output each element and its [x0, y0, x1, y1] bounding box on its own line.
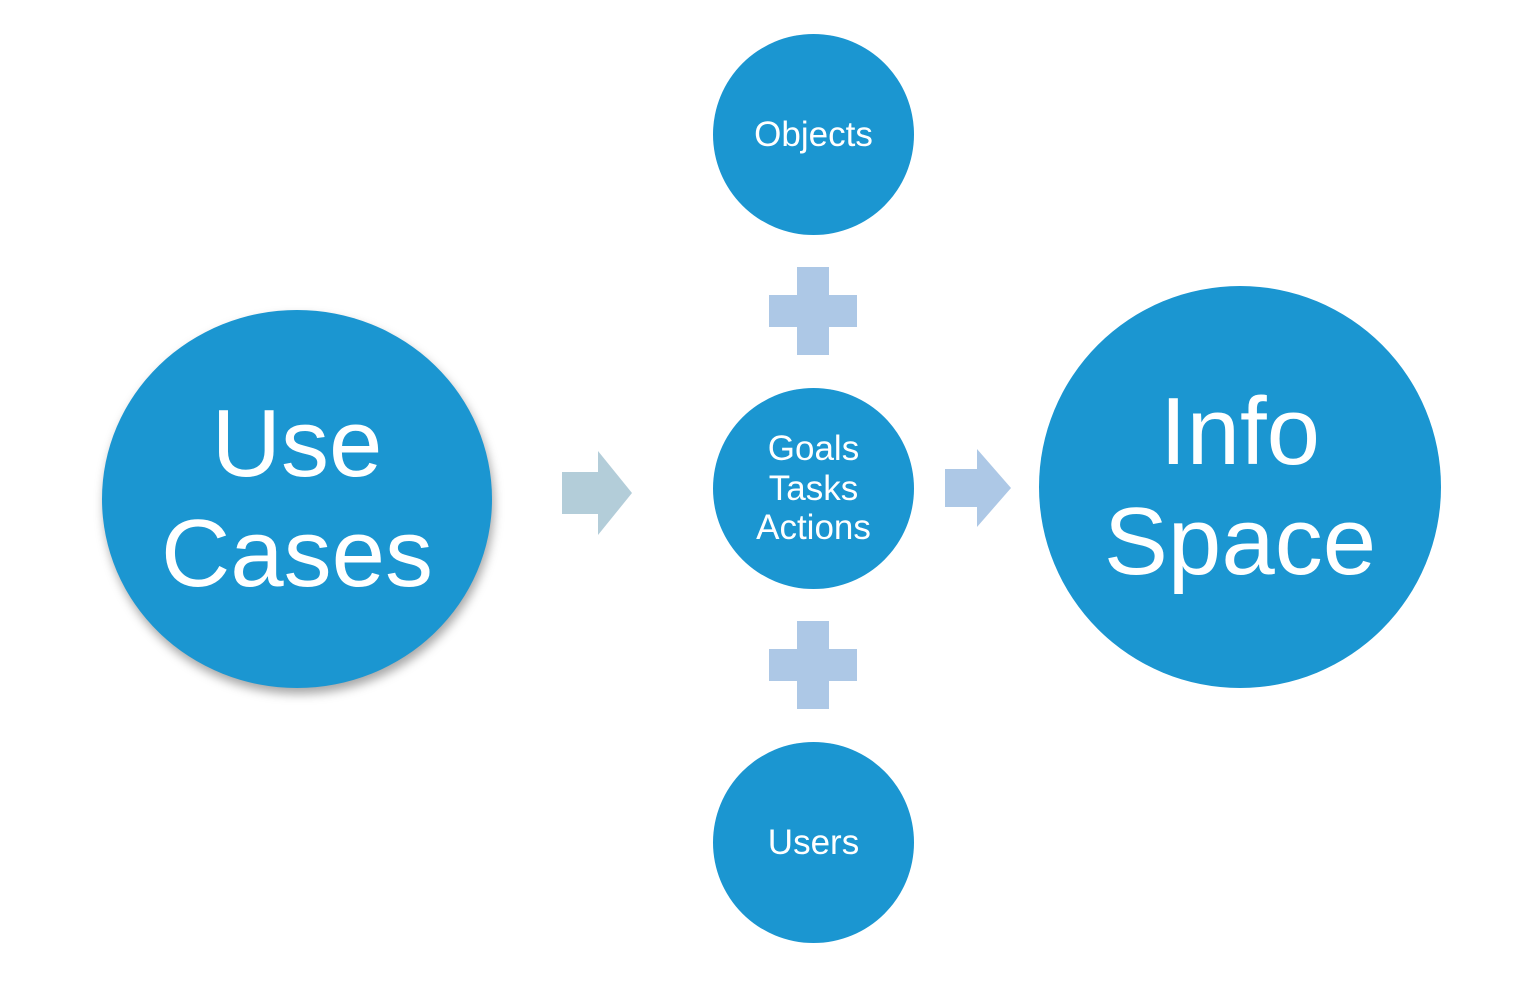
users-node: Users — [713, 742, 914, 943]
use-cases-label-line-2: Cases — [160, 500, 434, 607]
tasks-label: Tasks — [768, 468, 859, 508]
goals-tasks-actions-node: Goals Tasks Actions — [713, 388, 914, 589]
info-space-label-line-1: Info — [1159, 377, 1321, 485]
objects-node: Objects — [713, 34, 914, 235]
users-label: Users — [767, 823, 860, 862]
arrow-right-shape — [945, 449, 1011, 527]
use-cases-label-line-1: Use — [211, 389, 383, 497]
right-arrow-icon — [562, 451, 632, 535]
plus-top-vertical-bar — [797, 267, 829, 355]
right-arrow-icon — [945, 449, 1011, 527]
goals-label: Goals — [767, 429, 860, 469]
arrow-left-shape — [562, 451, 632, 535]
plus-icon — [769, 267, 857, 355]
plus-icon — [769, 621, 857, 709]
plus-bottom-vertical-bar — [797, 621, 829, 709]
use-cases-node: Use Cases — [102, 310, 492, 688]
actions-label: Actions — [756, 508, 871, 548]
info-space-node: Info Space — [1039, 286, 1441, 688]
info-space-label-line-2: Space — [1103, 488, 1377, 595]
objects-label: Objects — [754, 115, 873, 154]
